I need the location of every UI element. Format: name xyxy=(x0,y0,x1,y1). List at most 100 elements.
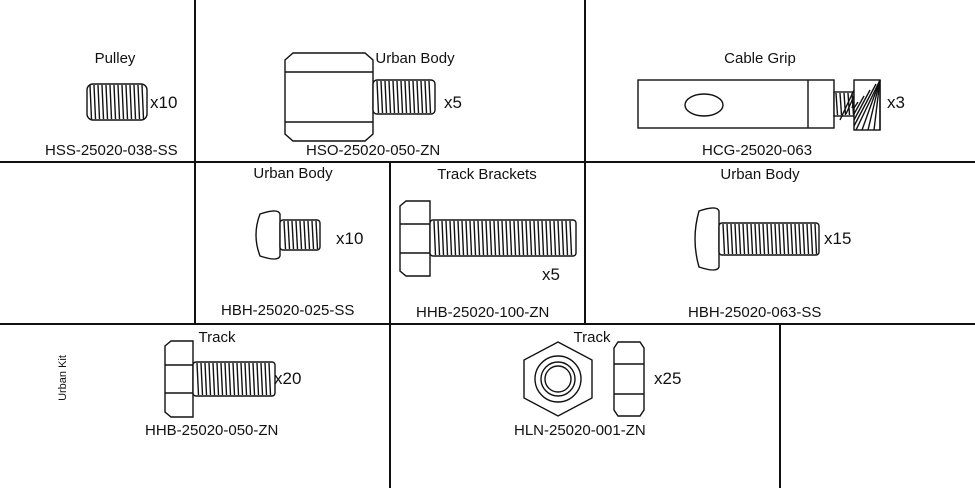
thread-line xyxy=(738,223,742,255)
hatch-line xyxy=(855,79,881,131)
thread-line xyxy=(730,223,734,255)
thread-line xyxy=(125,84,129,120)
part-title: Track xyxy=(573,329,611,346)
thread-line xyxy=(766,223,770,255)
thread-line xyxy=(121,84,125,120)
thread-line xyxy=(835,92,839,116)
thread-line xyxy=(742,223,746,255)
thread-line xyxy=(774,223,778,255)
thread-line xyxy=(392,80,396,114)
thread-line xyxy=(521,220,525,256)
button-head-screw-icon xyxy=(255,210,321,260)
thread-line xyxy=(545,220,549,256)
thread-line xyxy=(208,362,212,396)
thread-line xyxy=(557,220,561,256)
thread-line xyxy=(473,220,477,256)
thread-line xyxy=(802,223,806,255)
thread-line xyxy=(481,220,485,256)
thread-line xyxy=(734,223,738,255)
thread-line xyxy=(469,220,473,256)
thread-line xyxy=(497,220,501,256)
thread-line xyxy=(726,223,730,255)
thread-line xyxy=(529,220,533,256)
thread-line xyxy=(746,223,750,255)
thread-line xyxy=(404,80,408,114)
thread-line xyxy=(400,80,404,114)
thread-line xyxy=(806,223,810,255)
thread-line xyxy=(232,362,236,396)
thread-line xyxy=(541,220,545,256)
part-quantity: x25 xyxy=(654,369,682,388)
thread-line xyxy=(133,84,137,120)
thread-line xyxy=(477,220,481,256)
thread-line xyxy=(291,220,295,250)
hatch-line xyxy=(853,95,865,115)
thread-line xyxy=(212,362,216,396)
thread-line xyxy=(396,80,400,114)
hex-nut-icon xyxy=(523,341,645,417)
thread-line xyxy=(220,362,224,396)
hatch-line xyxy=(853,83,877,127)
thread-line xyxy=(228,362,232,396)
thread-line xyxy=(485,220,489,256)
thread-line xyxy=(260,362,264,396)
thread-line xyxy=(525,220,529,256)
thread-line xyxy=(299,220,303,250)
thread-line xyxy=(722,223,726,255)
thread-line xyxy=(295,220,299,250)
thread-line xyxy=(549,220,553,256)
grid-divider xyxy=(389,323,391,488)
thread-line xyxy=(113,84,117,120)
thread-line xyxy=(380,80,384,114)
part-title: Pulley xyxy=(94,50,136,67)
grid-divider xyxy=(779,323,781,488)
thread-line xyxy=(256,362,260,396)
thread-line xyxy=(493,220,497,256)
grid-divider xyxy=(194,161,196,324)
part-quantity: x10 xyxy=(150,93,178,112)
thread-line xyxy=(216,362,220,396)
thread-line xyxy=(97,84,101,120)
grid-divider xyxy=(0,161,975,163)
thread-line xyxy=(287,220,291,250)
thread-line xyxy=(240,362,244,396)
part-title: Track Brackets xyxy=(437,166,537,183)
kit-label: Urban Kit xyxy=(56,355,69,401)
part-title: Urban Body xyxy=(375,50,455,67)
thread-line xyxy=(307,220,311,250)
thread-line xyxy=(117,84,121,120)
grid-divider xyxy=(389,161,391,324)
part-number: HBH-25020-063-SS xyxy=(688,304,822,321)
part-number: HCG-25020-063 xyxy=(702,142,813,159)
thread-line xyxy=(489,220,493,256)
thread-line xyxy=(501,220,505,256)
thread-line xyxy=(814,223,818,255)
thread-line xyxy=(376,80,380,114)
thread-line xyxy=(384,80,388,114)
part-quantity: x5 xyxy=(444,93,462,112)
part-quantity: x3 xyxy=(887,93,905,112)
thread-line xyxy=(252,362,256,396)
thread-line xyxy=(141,84,145,120)
button-head-screw-icon xyxy=(694,207,820,271)
thread-line xyxy=(778,223,782,255)
thread-line xyxy=(758,223,762,255)
thread-line xyxy=(109,84,113,120)
thread-line xyxy=(810,223,814,255)
thread-line xyxy=(412,80,416,114)
hatch-line xyxy=(851,101,855,109)
thread-line xyxy=(517,220,521,256)
thread-line xyxy=(424,80,428,114)
grid-divider xyxy=(194,0,196,163)
thread-line xyxy=(129,84,133,120)
thread-line xyxy=(236,362,240,396)
thread-line xyxy=(101,84,105,120)
thread-line xyxy=(420,80,424,114)
thread-line xyxy=(224,362,228,396)
thread-line xyxy=(93,84,97,120)
thread-line xyxy=(196,362,200,396)
hatch-line xyxy=(861,79,881,131)
thread-line xyxy=(437,220,441,256)
cable-grip-icon xyxy=(637,79,881,131)
thread-line xyxy=(561,220,565,256)
